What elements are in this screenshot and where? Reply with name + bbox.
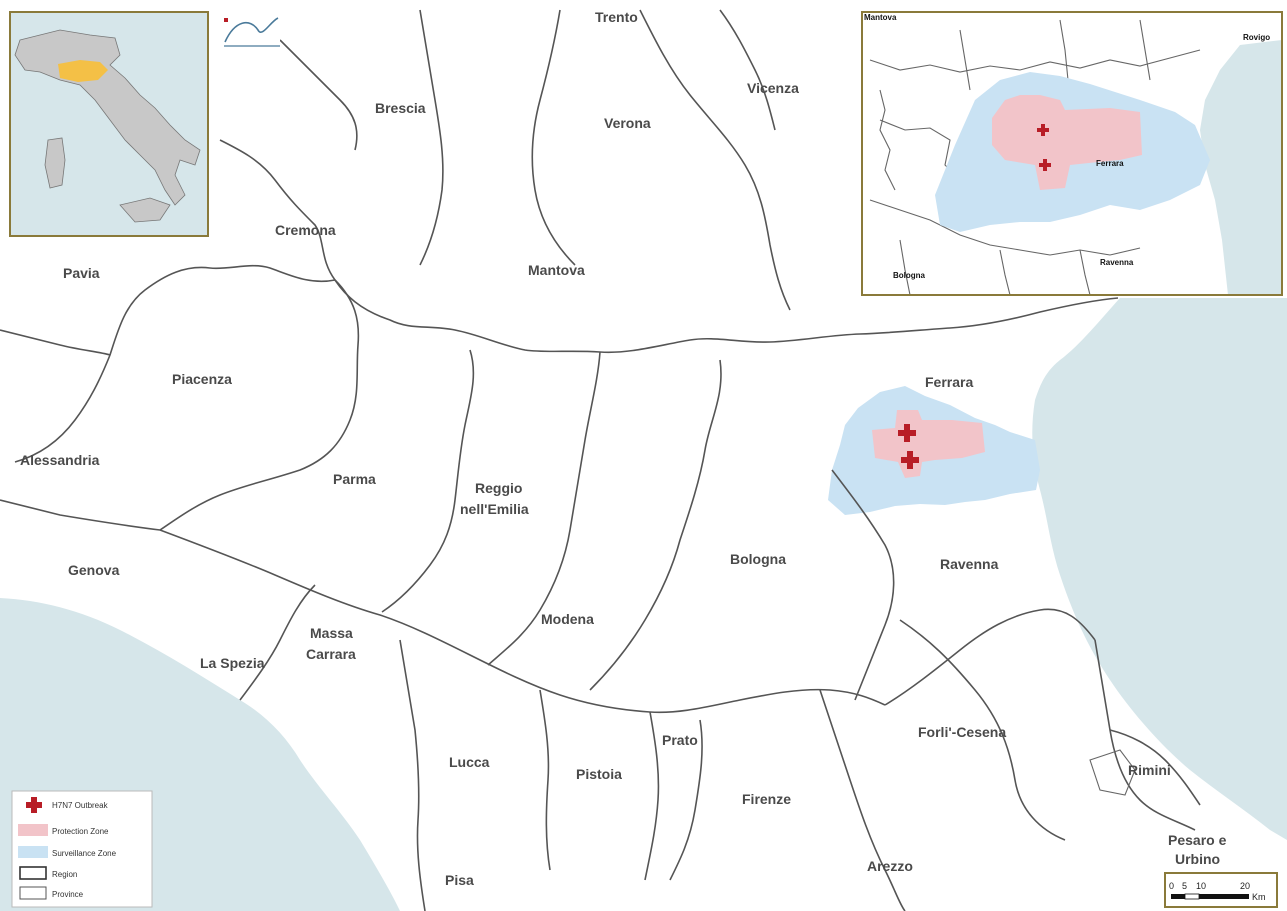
legend-province-swatch bbox=[19, 886, 47, 900]
label-massa-2: Carrara bbox=[306, 646, 356, 662]
zoom-label-mantova: Mantova bbox=[864, 13, 897, 22]
label-mantova: Mantova bbox=[528, 262, 585, 278]
legend-province-label: Province bbox=[52, 890, 84, 899]
label-piacenza: Piacenza bbox=[172, 371, 232, 387]
label-verona: Verona bbox=[604, 115, 651, 131]
zoom-outbreak-cross-icon bbox=[1037, 124, 1049, 136]
label-ravenna: Ravenna bbox=[940, 556, 999, 572]
institute-logo bbox=[222, 17, 280, 48]
scale-unit: Km bbox=[1252, 892, 1266, 902]
italy-overview-inset bbox=[9, 11, 209, 237]
label-reggio-2: nell'Emilia bbox=[460, 501, 529, 517]
scale-bar: 0 5 10 20 Km bbox=[1164, 872, 1278, 908]
zoom-label-ferrara: Ferrara bbox=[1096, 159, 1124, 168]
outbreak-cross-icon bbox=[901, 451, 919, 469]
legend-surveillance-label: Surveillance Zone bbox=[52, 849, 117, 858]
label-lucca: Lucca bbox=[449, 754, 490, 770]
scale-tick-20: 20 bbox=[1240, 881, 1250, 891]
legend-protection-label: Protection Zone bbox=[52, 827, 109, 836]
label-rimini: Rimini bbox=[1128, 762, 1171, 778]
scale-bar-frame bbox=[1164, 872, 1278, 908]
legend-surveillance-swatch bbox=[18, 846, 48, 858]
label-prato: Prato bbox=[662, 732, 698, 748]
label-firenze: Firenze bbox=[742, 791, 791, 807]
legend-outbreak-label: H7N7 Outbreak bbox=[52, 801, 109, 810]
map-legend: H7N7 Outbreak Protection Zone Surveillan… bbox=[11, 790, 153, 908]
legend-region-swatch bbox=[19, 866, 47, 880]
zoom-inset-sea bbox=[1200, 40, 1282, 295]
province-borders bbox=[0, 9, 1201, 911]
outbreak-cross-icon bbox=[898, 424, 916, 442]
scale-tick-0: 0 bbox=[1169, 881, 1174, 891]
label-reggio-1: Reggio bbox=[475, 480, 522, 496]
zoom-outbreak-cross-icon bbox=[1039, 159, 1051, 171]
label-vicenza: Vicenza bbox=[747, 80, 799, 96]
scale-tick-5: 5 bbox=[1182, 881, 1187, 891]
label-bologna: Bologna bbox=[730, 551, 786, 567]
label-brescia: Brescia bbox=[375, 100, 426, 116]
label-forli-cesena: Forli'-Cesena bbox=[918, 724, 1006, 740]
sicily-shape bbox=[119, 197, 171, 223]
sardinia-shape bbox=[44, 137, 66, 189]
label-pesaro-1: Pesaro e bbox=[1168, 832, 1227, 848]
zoom-inset: Mantova Rovigo Ferrara Bologna Ravenna bbox=[861, 11, 1283, 296]
legend-region-label: Region bbox=[52, 870, 77, 879]
zoom-label-ravenna: Ravenna bbox=[1100, 258, 1134, 267]
scale-tick-10: 10 bbox=[1196, 881, 1206, 891]
label-trento: Trento bbox=[595, 9, 638, 25]
label-pavia: Pavia bbox=[63, 265, 100, 281]
label-alessandria: Alessandria bbox=[20, 452, 100, 468]
label-cremona: Cremona bbox=[275, 222, 336, 238]
label-pesaro-2: Urbino bbox=[1175, 851, 1220, 867]
legend-protection-swatch bbox=[18, 824, 48, 836]
label-arezzo: Arezzo bbox=[867, 858, 913, 874]
zoom-label-rovigo: Rovigo bbox=[1243, 33, 1270, 42]
zoom-protection-zone bbox=[992, 95, 1142, 190]
province-labels: Trento Vicenza Brescia Verona Cremona Ma… bbox=[20, 9, 1227, 888]
legend-outbreak-cross-icon bbox=[26, 797, 42, 813]
outbreak-markers bbox=[898, 424, 919, 469]
zoom-label-bologna: Bologna bbox=[893, 271, 926, 280]
emilia-romagna-highlight bbox=[58, 60, 108, 82]
italy-inset-frame bbox=[9, 11, 209, 237]
label-pisa: Pisa bbox=[445, 872, 474, 888]
protection-zone bbox=[872, 410, 985, 478]
label-genova: Genova bbox=[68, 562, 120, 578]
label-massa-1: Massa bbox=[310, 625, 353, 641]
adriatic-sea bbox=[1032, 298, 1287, 840]
zoom-inset-frame bbox=[861, 11, 1283, 296]
label-la-spezia: La Spezia bbox=[200, 655, 265, 671]
label-modena: Modena bbox=[541, 611, 594, 627]
label-pistoia: Pistoia bbox=[576, 766, 622, 782]
label-ferrara: Ferrara bbox=[925, 374, 973, 390]
label-parma: Parma bbox=[333, 471, 376, 487]
